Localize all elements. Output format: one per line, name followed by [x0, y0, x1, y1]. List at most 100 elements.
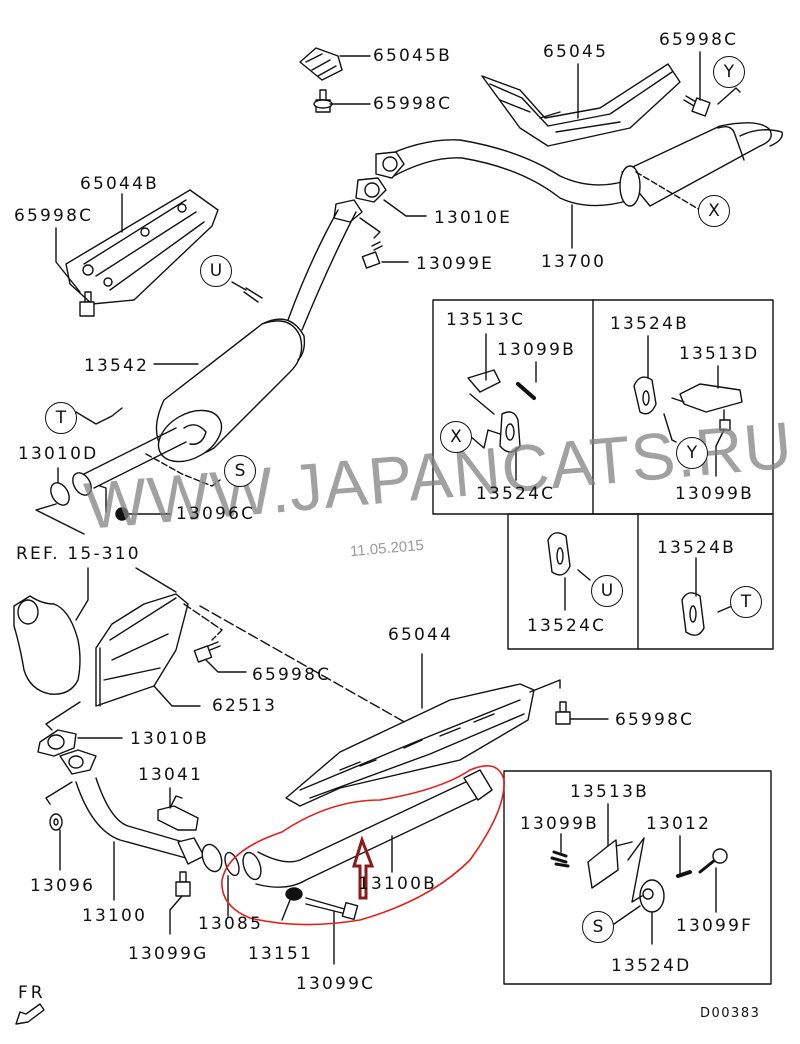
part-label-13099C[interactable]: 13099C — [296, 974, 376, 994]
callout-x[interactable]: X — [698, 195, 730, 227]
part-label-13100[interactable]: 13100 — [82, 906, 148, 926]
bolt-13099E[interactable] — [361, 241, 383, 269]
leader-line — [45, 781, 73, 805]
leader-line — [717, 605, 733, 613]
part-label-13099B[interactable]: 13099B — [520, 814, 599, 834]
callout-y[interactable]: Y — [713, 56, 745, 88]
callout-t[interactable]: T — [45, 402, 77, 434]
part-label-65998C[interactable]: 65998C — [659, 30, 739, 50]
part-label-13012[interactable]: 13012 — [646, 814, 712, 834]
leader-line — [55, 227, 81, 293]
part-65044B-heat-shield[interactable] — [65, 189, 219, 305]
part-label-13010D[interactable]: 13010D — [18, 444, 99, 464]
part-label-65044[interactable]: 65044 — [388, 625, 454, 645]
part-13010B-gasket[interactable] — [37, 729, 77, 757]
part-13041-bracket[interactable] — [157, 795, 199, 831]
part-65045B-clip[interactable] — [299, 47, 343, 81]
part-label-13151[interactable]: 13151 — [248, 944, 314, 964]
part-13100-front-pipe[interactable] — [59, 749, 225, 874]
bolt-65998C-topright[interactable] — [683, 95, 711, 117]
part-13100B-pipe[interactable] — [240, 769, 493, 888]
leader-line — [627, 837, 645, 903]
inset-box-frames — [432, 299, 774, 985]
bolt-65998C-right[interactable] — [555, 701, 571, 725]
leader-line-t — [75, 407, 123, 425]
inset-y-parts[interactable] — [633, 376, 743, 431]
part-13010E-gasket[interactable] — [355, 177, 387, 203]
part-label-13099G[interactable]: 13099G — [128, 944, 209, 964]
part-label-13096C[interactable]: 13096C — [176, 504, 256, 524]
part-label-13099B[interactable]: 13099B — [675, 484, 754, 504]
hanger-pin-u[interactable] — [243, 287, 263, 303]
part-label-13513C[interactable]: 13513C — [446, 310, 526, 330]
part-label-65998C[interactable]: 65998C — [373, 94, 453, 114]
highlight-circle-annotation — [221, 764, 505, 926]
part-label-65045B[interactable]: 65045B — [373, 46, 452, 66]
part-label-13524B[interactable]: 13524B — [657, 538, 736, 558]
engine-reference-outline[interactable] — [13, 595, 81, 695]
bolt-65998C-mid[interactable] — [193, 641, 221, 663]
leader-line — [715, 429, 725, 477]
callout-y-inset[interactable]: Y — [676, 437, 708, 469]
leader-line — [135, 567, 177, 593]
part-13085-gasket-ring[interactable] — [222, 851, 241, 878]
callout-x-inset[interactable]: X — [440, 421, 472, 453]
part-label-13099F[interactable]: 13099F — [676, 916, 754, 936]
part-label-65998C[interactable]: 65998C — [14, 206, 94, 226]
leader-line — [529, 679, 561, 693]
part-label-13096[interactable]: 13096 — [30, 876, 96, 896]
diagram-code: D00383 — [700, 1006, 761, 1021]
part-label-65045[interactable]: 65045 — [543, 42, 609, 62]
reference-label[interactable]: REF. 15-310 — [16, 544, 141, 564]
leader-line — [75, 567, 89, 621]
inset-s-parts[interactable] — [550, 839, 728, 913]
part-label-13010B[interactable]: 13010B — [130, 729, 209, 749]
callout-s-inset[interactable]: S — [582, 911, 614, 943]
part-center-pipe[interactable] — [287, 199, 363, 331]
part-13010D-gasket[interactable] — [47, 480, 73, 509]
part-label-13524D[interactable]: 13524D — [611, 956, 692, 976]
leader-line — [169, 895, 183, 935]
callout-u-inset[interactable]: U — [591, 575, 623, 607]
part-flange-upper[interactable] — [375, 151, 405, 179]
part-label-13524C[interactable]: 13524C — [476, 484, 556, 504]
part-label-13524B[interactable]: 13524B — [610, 314, 689, 334]
part-label-13041[interactable]: 13041 — [138, 765, 204, 785]
leader-line — [577, 569, 591, 581]
bolt-65998C-left[interactable] — [79, 291, 95, 317]
callout-t-inset[interactable]: T — [730, 586, 762, 618]
nut-13096[interactable] — [49, 813, 63, 831]
bolt-65998C-top[interactable] — [313, 89, 333, 113]
bolt-13099C[interactable] — [305, 897, 359, 921]
inset-u-parts[interactable] — [547, 532, 571, 576]
part-label-13100B[interactable]: 13100B — [358, 874, 437, 894]
part-label-13542[interactable]: 13542 — [84, 356, 150, 376]
part-label-13700[interactable]: 13700 — [541, 252, 607, 272]
part-label-65044B[interactable]: 65044B — [80, 174, 159, 194]
part-label-13099E[interactable]: 13099E — [416, 254, 495, 274]
leader-line — [199, 605, 409, 725]
part-label-13099B[interactable]: 13099B — [497, 340, 576, 360]
inset-t-parts[interactable] — [681, 592, 705, 636]
part-label-13085[interactable]: 13085 — [198, 914, 264, 934]
bolt-13099G[interactable] — [175, 871, 191, 897]
part-62513-manifold-cover[interactable] — [95, 593, 189, 707]
part-65045-heat-shield[interactable] — [481, 63, 681, 147]
part-label-13524C[interactable]: 13524C — [527, 616, 607, 636]
inset-x-parts[interactable] — [467, 369, 536, 453]
part-13542-center-muffler[interactable] — [150, 318, 306, 472]
part-13151-spring[interactable] — [285, 887, 303, 901]
part-65044-heat-shield[interactable] — [285, 683, 535, 807]
part-muffler-inlet-pipe[interactable] — [69, 427, 187, 498]
leader-line-x — [635, 171, 701, 211]
callout-u[interactable]: U — [200, 255, 232, 287]
part-label-62513[interactable]: 62513 — [212, 696, 278, 716]
leader-line — [359, 217, 381, 239]
part-label-13513D[interactable]: 13513D — [679, 344, 760, 364]
leader-line — [383, 199, 427, 217]
callout-s[interactable]: S — [224, 455, 256, 487]
part-label-13513B[interactable]: 13513B — [570, 782, 649, 802]
part-label-65998C[interactable]: 65998C — [252, 665, 332, 685]
part-label-65998C[interactable]: 65998C — [615, 710, 695, 730]
part-label-13010E[interactable]: 13010E — [434, 208, 513, 228]
